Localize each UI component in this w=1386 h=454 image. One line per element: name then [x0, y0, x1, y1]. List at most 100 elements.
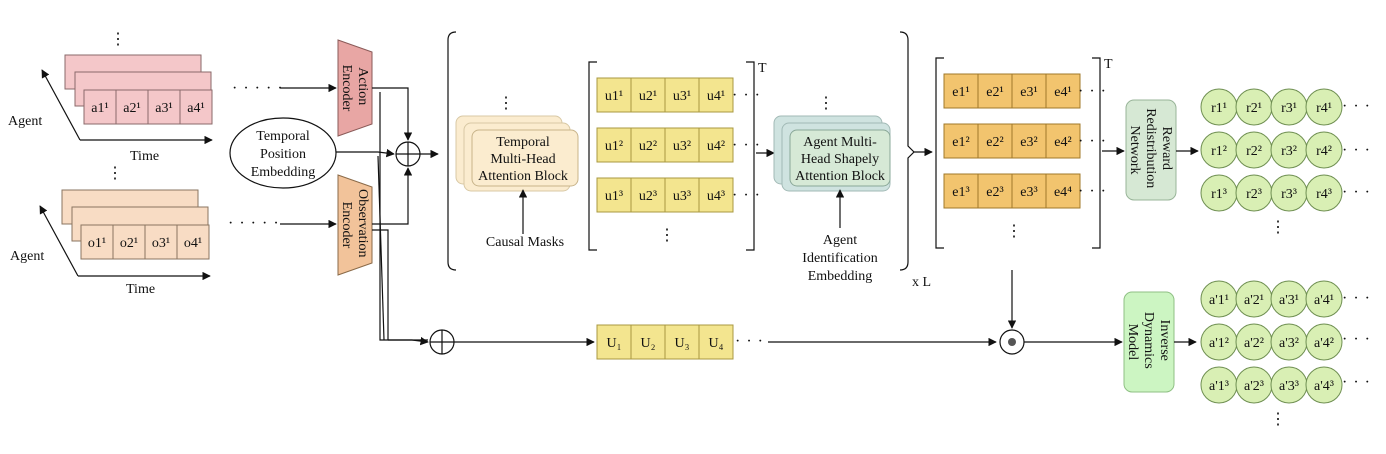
e-cell-label: e4¹ — [1054, 85, 1071, 100]
reward-circle-label: r1¹ — [1211, 101, 1227, 116]
predicted-action-circle-label: a'4¹ — [1314, 293, 1334, 308]
reward-circle-label: r3² — [1281, 144, 1297, 159]
e-cell-label: e1² — [952, 135, 969, 150]
e-cell — [943, 123, 979, 159]
action-hdots: · · · · · — [232, 80, 284, 97]
action-cell — [147, 89, 181, 125]
obs-hdots: · · · · · — [228, 215, 280, 232]
u-cell-label: u1² — [605, 139, 623, 154]
u-cell — [596, 177, 632, 213]
agent-attention-block: ⋮ Agent Multi- Head Shapely Attention Bl… — [773, 95, 891, 192]
agent-block-label-1: Agent Multi- — [803, 135, 877, 150]
reward-circle-label: r2¹ — [1246, 101, 1262, 116]
e-vdots: ⋮ — [1006, 223, 1023, 240]
u-cell — [664, 127, 700, 163]
reward-net-label-2: Redistribution — [1143, 108, 1158, 188]
observation-cell — [112, 224, 146, 260]
r-hdots-1: · · · — [1342, 98, 1371, 115]
reward-circle-label: r1³ — [1211, 187, 1227, 202]
e-hdots-3: · · · — [1078, 183, 1107, 200]
e-hdots-1: · · · — [1078, 83, 1107, 100]
agent-block-label-2: Head Shapely — [801, 152, 879, 167]
layer-bracket-right — [899, 31, 915, 271]
u-bracket-right — [746, 61, 755, 251]
e-cell-label: e3³ — [1020, 185, 1037, 200]
action-encoder — [337, 39, 373, 137]
e-time-label: T — [1104, 57, 1113, 72]
agent-axis-top — [41, 69, 81, 141]
predicted-action-circle-label: a'1³ — [1209, 379, 1229, 394]
u-cell — [664, 77, 700, 113]
agent-axis-label-top: Agent — [8, 114, 42, 129]
u-cell-label: u4³ — [707, 189, 725, 204]
action-vdots: ⋮ — [110, 31, 127, 48]
U-hdots: · · · — [735, 333, 764, 350]
e-bracket-right — [1092, 57, 1101, 249]
predicted-action-circle-label: a'1² — [1209, 336, 1229, 351]
predicted-action-circle-label: a'3² — [1279, 336, 1299, 351]
agent-id-label-1: Agent — [823, 233, 857, 248]
observation-encoder — [337, 174, 373, 276]
e-cell — [1011, 123, 1047, 159]
e-cell — [943, 173, 979, 209]
e-cell — [1045, 173, 1081, 209]
u-bracket-left — [588, 61, 597, 251]
r-vdots: ⋮ — [1270, 219, 1287, 236]
action-cell — [179, 89, 213, 125]
action-skip-wire — [379, 92, 428, 341]
e-cell-label: e2³ — [986, 185, 1003, 200]
observation-cell-label: o2¹ — [120, 236, 138, 251]
e-cell-label: e4⁴ — [1054, 185, 1072, 200]
agent-axis-bottom — [39, 205, 79, 277]
temporal-block-label-3: Attention Block — [478, 169, 568, 184]
reward-circle-label: r1² — [1211, 144, 1227, 159]
tpe-to-sum — [336, 148, 395, 158]
svg-text:Inverse Dynamics Model: Inverse Dynamics Model — [1125, 312, 1172, 372]
u-cell — [698, 177, 734, 213]
agent-block-label-3: Attention Block — [795, 169, 885, 184]
action-cell — [83, 89, 117, 125]
e-cell-label: e2¹ — [986, 85, 1003, 100]
reward-circle-label: r4³ — [1316, 187, 1332, 202]
temporal-block-label-2: Multi-Head — [490, 152, 555, 167]
svg-text:Observation Encoder: Observation Encoder — [339, 189, 370, 261]
e-cell-label: e2² — [986, 135, 1003, 150]
e-cell — [977, 173, 1013, 209]
u-vdots: ⋮ — [659, 227, 676, 244]
reward-circle-label: r2³ — [1246, 187, 1262, 202]
tpe-label-2: Position — [260, 147, 306, 162]
u-cell — [698, 77, 734, 113]
reward-circle-label: r3³ — [1281, 187, 1297, 202]
predicted-action-circle — [1305, 366, 1343, 404]
predicted-action-circle — [1305, 280, 1343, 318]
reward-net-label-1: Reward — [1159, 126, 1174, 170]
observation-cell-label: o1¹ — [88, 236, 106, 251]
predicted-action-circle-label: a'3³ — [1279, 379, 1299, 394]
e-cell-label: e1¹ — [952, 85, 969, 100]
r-hdots-2: · · · — [1342, 142, 1371, 159]
u-cell-label: u2¹ — [639, 89, 657, 104]
e-cell-label: e3² — [1020, 135, 1037, 150]
ap-hdots-3: · · · — [1342, 374, 1371, 391]
obs-to-sum — [372, 167, 413, 225]
obs-encoder-label-2: Encoder — [339, 202, 354, 249]
reward-circle — [1305, 131, 1343, 169]
e-cell — [1045, 123, 1081, 159]
U-cell — [698, 324, 734, 360]
u-cell-label: u1³ — [605, 189, 623, 204]
action-cell-label: a2¹ — [123, 101, 140, 116]
tpe-label-1: Temporal — [256, 129, 310, 144]
U-cell-label: U₂ — [641, 336, 656, 351]
e-hdots-2: · · · — [1078, 133, 1107, 150]
predicted-action-circle-label: a'1¹ — [1209, 293, 1229, 308]
svg-text:Action Encoder: Action Encoder — [339, 65, 370, 112]
u-cell-label: u4¹ — [707, 89, 725, 104]
action-cell-label: a1¹ — [91, 101, 108, 116]
predicted-action-circle-label: a'2² — [1244, 336, 1264, 351]
time-axis-label-bottom: Time — [126, 282, 155, 297]
agent-block-vdots: ⋮ — [818, 95, 835, 112]
